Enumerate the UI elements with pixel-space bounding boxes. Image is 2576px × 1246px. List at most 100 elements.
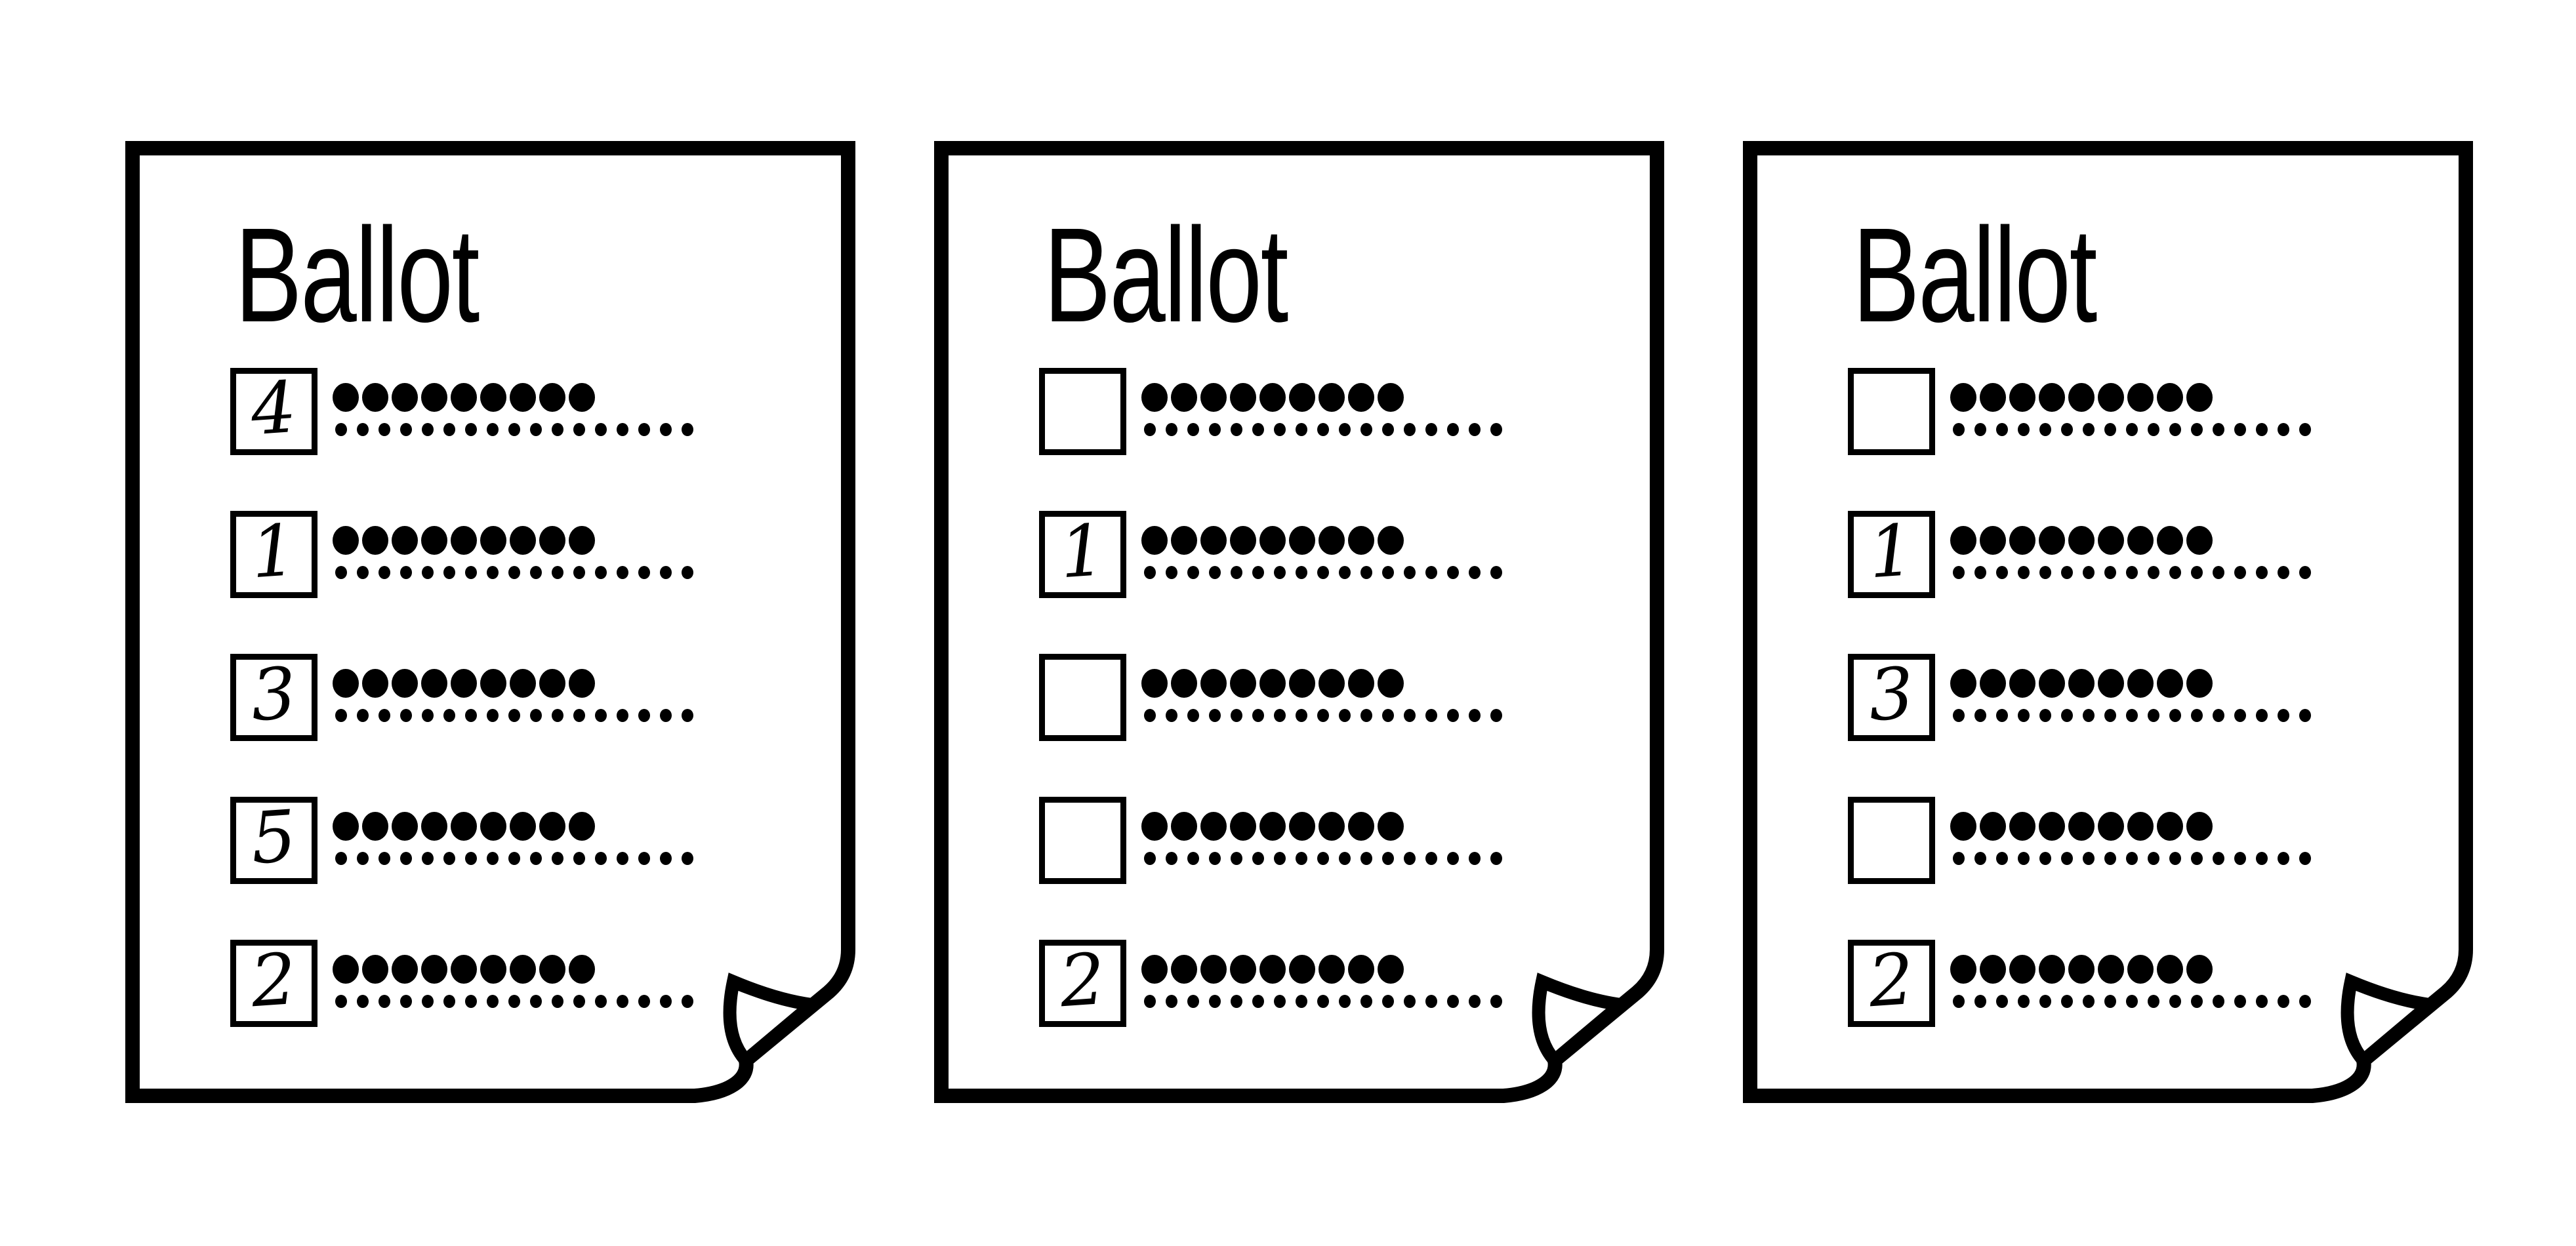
- redacted-text-dot: [510, 812, 536, 841]
- ballot-option-row: [1039, 654, 1636, 741]
- candidate-detail-dots: [335, 709, 693, 722]
- rank-value: 2: [1057, 938, 1108, 1023]
- rank-checkbox[interactable]: [1848, 368, 1935, 455]
- redacted-text-dot: [552, 852, 563, 865]
- redacted-text-dot: [2186, 669, 2213, 698]
- redacted-text-dot: [2039, 709, 2051, 722]
- redacted-text-dot: [451, 526, 477, 555]
- redacted-text-dot: [1382, 995, 1394, 1008]
- redacted-text-dot: [2098, 812, 2124, 841]
- redacted-text-dot: [487, 852, 499, 865]
- redacted-text-dot: [638, 423, 650, 436]
- redacted-text-dot: [1378, 526, 1404, 555]
- redacted-text-dot: [617, 852, 628, 865]
- redacted-text-dot: [1996, 995, 2008, 1008]
- redacted-text-dot: [660, 852, 672, 865]
- redacted-text-dot: [2213, 566, 2224, 579]
- redacted-text-dot: [378, 995, 390, 1008]
- redacted-text-dot: [2256, 852, 2268, 865]
- redacted-text-dot: [1230, 383, 1256, 412]
- candidate-name-dots: [1141, 383, 1404, 412]
- redacted-text-dot: [2256, 566, 2268, 579]
- redacted-text-dot: [362, 812, 388, 841]
- redacted-text-dot: [2098, 955, 2124, 984]
- ballot-option-row: 2: [1848, 938, 2445, 1027]
- rank-checkbox[interactable]: 2: [1039, 938, 1126, 1027]
- redacted-text-dot: [2169, 852, 2181, 865]
- redacted-text-dot: [1974, 709, 1986, 722]
- redacted-text-dot: [2234, 995, 2246, 1008]
- redacted-text-dot: [1378, 812, 1404, 841]
- ballot-option-row: 1: [1848, 509, 2445, 598]
- redacted-text-dot: [1490, 423, 1502, 436]
- ballot-option-row: 3: [230, 652, 827, 741]
- ballot-option-row: 4: [230, 366, 827, 455]
- redacted-text-dot: [1187, 709, 1199, 722]
- redacted-text-dot: [400, 709, 412, 722]
- candidate-name-dots: [1950, 383, 2213, 412]
- redacted-text-dot: [2039, 383, 2065, 412]
- redacted-text-dot: [2278, 995, 2289, 1008]
- redacted-text-dot: [1980, 383, 2006, 412]
- redacted-text-dot: [682, 995, 693, 1008]
- redacted-text-dot: [2104, 995, 2116, 1008]
- rank-checkbox[interactable]: [1039, 654, 1126, 741]
- rank-checkbox[interactable]: 3: [1848, 652, 1935, 741]
- redacted-text-dot: [539, 955, 565, 984]
- redacted-text-dot: [421, 383, 447, 412]
- rank-checkbox[interactable]: 2: [1848, 938, 1935, 1027]
- redacted-text-dot: [1980, 669, 2006, 698]
- rank-checkbox[interactable]: [1039, 368, 1126, 455]
- redacted-text-dot: [510, 669, 536, 698]
- rank-checkbox[interactable]: 3: [230, 652, 317, 741]
- redacted-text-dot: [2157, 669, 2183, 698]
- redacted-text-dot: [508, 852, 520, 865]
- rank-checkbox[interactable]: 1: [1039, 509, 1126, 598]
- rank-value: 5: [248, 795, 299, 880]
- redacted-text-dot: [508, 709, 520, 722]
- redacted-text-dot: [1360, 995, 1372, 1008]
- rank-checkbox[interactable]: [1039, 797, 1126, 884]
- redacted-text-dot: [1425, 709, 1437, 722]
- redacted-text-dot: [2009, 526, 2035, 555]
- redacted-text-dot: [1209, 423, 1221, 436]
- folded-corner-icon: [1532, 973, 1637, 1070]
- candidate-detail-dots: [1144, 423, 1502, 436]
- redacted-text-dot: [1348, 526, 1374, 555]
- rank-checkbox[interactable]: 2: [230, 938, 317, 1027]
- redacted-text-dot: [617, 566, 628, 579]
- redacted-text-dot: [1490, 709, 1502, 722]
- redacted-text-dot: [487, 995, 499, 1008]
- candidate-detail-dots: [1144, 852, 1502, 865]
- rank-checkbox[interactable]: 5: [230, 795, 317, 884]
- rank-checkbox[interactable]: 4: [230, 366, 317, 455]
- redacted-text-dot: [1200, 383, 1227, 412]
- redacted-text-dot: [378, 852, 390, 865]
- redacted-text-dot: [400, 566, 412, 579]
- rank-value: 2: [248, 938, 299, 1023]
- ballot-page-1: Ballot 4 1 3 5 2: [125, 141, 857, 1103]
- redacted-text-dot: [1980, 812, 2006, 841]
- redacted-text-dot: [2126, 995, 2138, 1008]
- redacted-text-dot: [2234, 852, 2246, 865]
- redacted-text-dot: [530, 423, 542, 436]
- rank-checkbox[interactable]: 1: [1848, 509, 1935, 598]
- rank-checkbox[interactable]: 1: [230, 509, 317, 598]
- redacted-text-dot: [1171, 812, 1197, 841]
- redacted-text-dot: [422, 423, 434, 436]
- redacted-text-dot: [1144, 566, 1156, 579]
- redacted-text-dot: [1996, 566, 2008, 579]
- redacted-text-dot: [1187, 423, 1199, 436]
- redacted-text-dot: [2169, 709, 2181, 722]
- rank-value: 2: [1866, 938, 1917, 1023]
- redacted-text-dot: [2213, 709, 2224, 722]
- redacted-text-dot: [422, 566, 434, 579]
- redacted-text-dot: [1171, 955, 1197, 984]
- redacted-text-dot: [1490, 852, 1502, 865]
- redacted-text-dot: [1296, 566, 1307, 579]
- redacted-text-dot: [1317, 566, 1329, 579]
- candidate-detail-dots: [335, 423, 693, 436]
- redacted-text-dot: [2169, 995, 2181, 1008]
- redacted-text-dot: [1382, 709, 1394, 722]
- rank-checkbox[interactable]: [1848, 797, 1935, 884]
